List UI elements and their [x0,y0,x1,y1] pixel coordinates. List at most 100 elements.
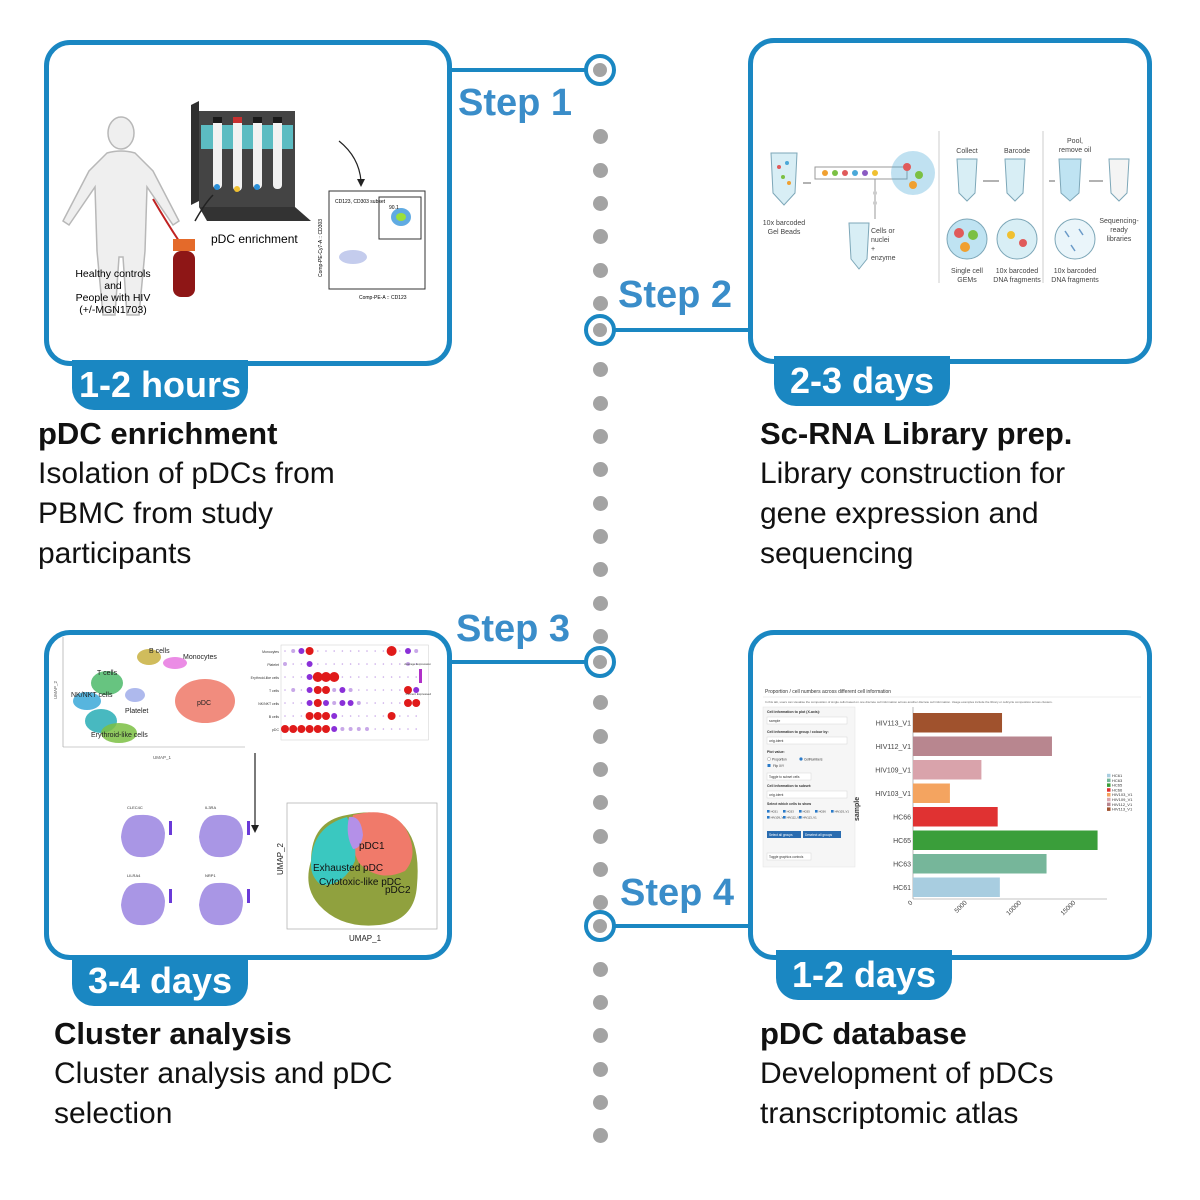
legend-label: HC61 [1112,773,1123,778]
timeline-dot [593,762,608,777]
timeline-dot [593,129,608,144]
dot-plot-dot [374,689,377,691]
dot-plot-dot [348,727,353,731]
dot-plot-dot [300,676,303,678]
dot-plot-dot [300,689,303,691]
dot-plot-dot [404,699,412,707]
legend-label: HC63 [1112,778,1123,783]
step-2-connector [614,328,752,332]
enrichment-label: pDC enrichment [211,232,298,246]
x-tick-label: 5000 [954,899,969,914]
dot-plot-dot [313,712,322,720]
dot-plot-dot [382,689,385,691]
legend-label: HIV103_V1 [1112,792,1133,797]
feature-plot-blob [121,882,165,926]
gel-beads-line-1: 10x barcoded [763,220,806,227]
cells-line-4: enzyme [871,255,896,262]
dot-plot-dot [414,649,419,653]
control-label-1: Cell information to plot (X-axis): [767,710,820,714]
dot-plot-row-label: Platelet [267,663,279,667]
deselect-all-button[interactable] [803,831,841,838]
step-1-duration: 1-2 hours [72,360,248,410]
deselect-all-label: Deselect all groups [805,833,833,837]
gel-bead-tube-icon [770,152,798,206]
dot-plot-dot [374,702,377,704]
dot-plot-dot [313,699,322,707]
legend-swatch [1107,773,1111,778]
timeline-dot [593,396,608,411]
cell-checkbox-label: HC65 [803,809,811,813]
feature-plot-title: NRP1 [205,873,216,878]
radio-proportion[interactable] [767,757,771,761]
cell-checkbox[interactable] [799,810,802,813]
radio-cellnumbers[interactable] [799,757,803,761]
participants-line-1: Healthy controls [75,268,150,280]
cell-checkbox-label: HC66 [819,809,827,813]
pdc-cluster-label: pDC2 [385,885,411,896]
cell-checkbox[interactable] [767,816,770,819]
dot-plot-dot [366,676,368,678]
cells-tube-icon [848,222,870,270]
dna-fragments-line-3: 10x barcoded [1054,268,1097,275]
collect-label: Collect [956,148,977,155]
cell-checkbox[interactable] [767,810,770,813]
toggle-graphics-button[interactable] [766,852,812,861]
legend-swatch [1107,797,1111,802]
radio-cellnumbers-label: CellNumbers [804,758,823,762]
step-3-label: Step 3 [456,608,571,650]
flip-checkbox[interactable] [767,764,771,767]
cell-checkbox[interactable] [783,810,786,813]
dot-plot-dot [298,648,305,654]
dot-plot-dot [374,728,377,730]
dot-plot-dot [382,715,385,717]
toggle-subset-button[interactable] [766,772,812,781]
gel-beads-line-2: Gel Beads [768,229,801,236]
bar-category-label: HC63 [893,861,911,868]
bar-category-label: HIV112_V1 [876,744,911,751]
x-tick-label: 0 [907,899,915,907]
flip-checkbox-label: Flip X/Y [773,764,785,768]
dot-plot-dot [349,650,352,652]
select-plot-axis[interactable] [766,716,848,725]
dot-plot-dot [358,689,360,691]
dot-plot-dot [374,663,377,665]
timeline-dot [593,1028,608,1043]
timeline-dot [593,1128,608,1143]
cell-checkbox[interactable] [831,810,834,813]
dot-plot-dot [348,688,353,692]
cell-checkbox[interactable] [799,816,802,819]
select-all-button[interactable] [767,831,801,838]
dot-plot-dot [399,702,401,704]
select-group-by-value: orig.ident [769,739,783,743]
select-subset[interactable] [766,790,848,799]
flow-cytometry-plot: CD123, CD303 subset 90.1 Comp-PE-A :: CD… [318,190,426,301]
bar [913,877,1000,897]
cell-checkbox[interactable] [815,810,818,813]
dot-plot-dot [284,702,286,704]
dot-plot-dot [283,662,287,666]
dot-plot-dot [322,725,330,733]
pdc-cluster-label: Cytotoxic-like pDC [319,877,401,888]
dot-plot-row-label: Erythroid-like cells [251,676,280,680]
dot-plot-dot [313,686,322,694]
sequencing-line-1: Sequencing- [1099,218,1139,225]
dot-plot-dot [292,663,294,665]
timeline-dot [593,462,608,477]
umap-cluster-label: Erythroid-like cells [91,732,148,739]
umap-cluster-label: B cells [149,648,170,655]
select-group-by[interactable] [766,736,848,745]
feature-plot-blob [199,882,243,926]
dot-plot-dot [305,712,314,720]
dot-plot-dot [284,650,286,652]
bar-category-label: HIV113_V1 [876,720,911,727]
feature-plot-blob [199,814,243,858]
cell-checkbox[interactable] [783,816,786,819]
dot-plot-dot [413,687,420,693]
bar [913,783,950,803]
dot-plot-dot [390,728,393,730]
y-axis-label: sample [854,797,861,821]
dot-plot-dot [406,662,410,666]
dot-plot-dot [404,686,412,694]
